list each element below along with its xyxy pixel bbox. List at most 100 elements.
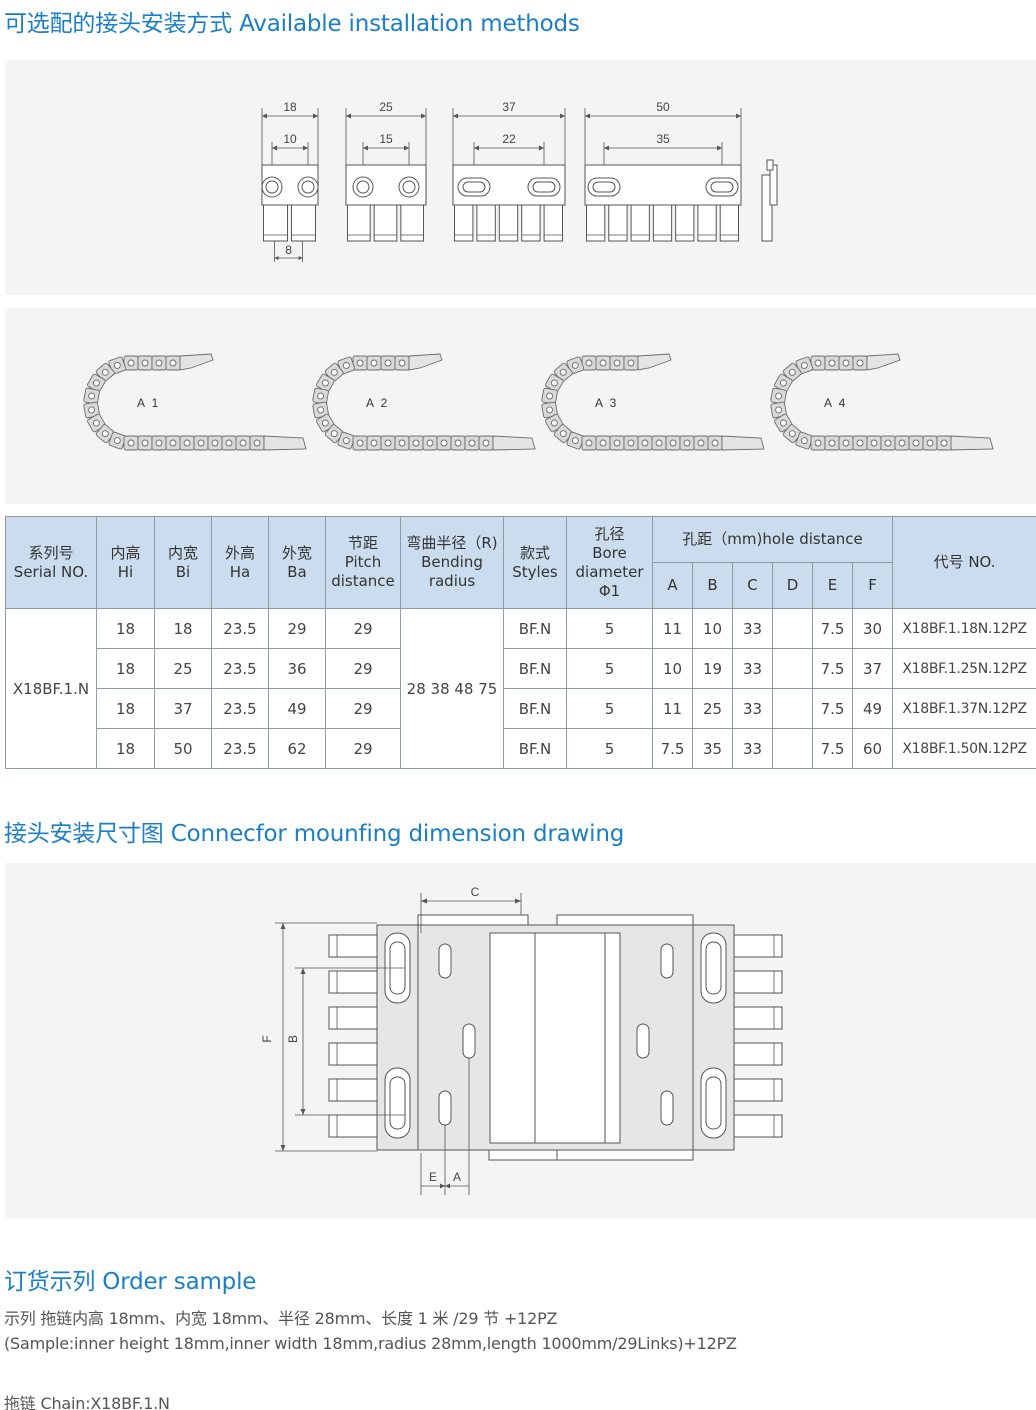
arrow-icon bbox=[272, 145, 277, 151]
connector-finger bbox=[733, 1042, 783, 1066]
chain-link-pin-icon bbox=[356, 359, 364, 367]
cell-e: 7.5 bbox=[812, 688, 853, 729]
connector-finger bbox=[608, 204, 628, 242]
bending-radius-cell: 28 38 48 75 bbox=[400, 608, 504, 769]
chain-link-pin-icon bbox=[599, 439, 607, 447]
chain-link bbox=[352, 355, 368, 371]
connector-finger bbox=[328, 1042, 378, 1066]
arrow-icon bbox=[298, 256, 303, 260]
chain-link-pin-icon bbox=[697, 439, 705, 447]
cell-pitch: 29 bbox=[325, 648, 401, 689]
chain-link-pin-icon bbox=[92, 419, 100, 427]
chain-link-pin-icon bbox=[683, 439, 691, 447]
connector-finger bbox=[400, 204, 425, 242]
connector-finger bbox=[630, 204, 650, 242]
dimension-inner-label: 22 bbox=[502, 132, 516, 146]
chain-link-pin-icon bbox=[559, 430, 567, 438]
connector-finger bbox=[733, 934, 783, 958]
connector-finger bbox=[652, 204, 673, 242]
cell-c: 33 bbox=[732, 648, 773, 689]
dimension-outer-label: 18 bbox=[283, 100, 297, 114]
cell-d bbox=[772, 608, 813, 649]
chain-link bbox=[566, 356, 585, 375]
mounting-hole-icon bbox=[660, 943, 674, 979]
cell-bore: 5 bbox=[566, 648, 653, 689]
chain-link-pin-icon bbox=[225, 439, 233, 447]
chain-link-pin-icon bbox=[370, 359, 378, 367]
chain-link-pin-icon bbox=[482, 439, 490, 447]
cell-pitch: 29 bbox=[325, 728, 401, 769]
chain-link-pin-icon bbox=[842, 359, 850, 367]
cell-e: 7.5 bbox=[812, 608, 853, 649]
chain-end-bracket bbox=[263, 435, 307, 451]
connector-finger bbox=[373, 204, 398, 242]
chain-style-label: A 1 bbox=[137, 396, 160, 410]
chain-link-pin-icon bbox=[814, 359, 822, 367]
chain-link-pin-icon bbox=[828, 359, 836, 367]
cell-b: 25 bbox=[692, 688, 733, 729]
chain-link-pin-icon bbox=[321, 419, 329, 427]
connector-finger bbox=[733, 1078, 783, 1102]
chain-link-pin-icon bbox=[197, 439, 205, 447]
cell-code: X18BF.1.50N.12PZ bbox=[892, 728, 1036, 769]
chain-link-pin-icon bbox=[940, 439, 948, 447]
arrow-icon bbox=[262, 113, 267, 119]
chain-link-pin-icon bbox=[454, 439, 462, 447]
chain-link bbox=[316, 413, 335, 433]
cell-ba: 49 bbox=[268, 688, 326, 729]
chain-link-pin-icon bbox=[239, 439, 247, 447]
cell-ha: 23.5 bbox=[211, 608, 269, 649]
dimension-outer-label: 25 bbox=[379, 100, 393, 114]
chain-link-pin-icon bbox=[912, 439, 920, 447]
chain-link bbox=[312, 387, 329, 405]
arrow-icon bbox=[280, 1145, 286, 1151]
connector-finger bbox=[733, 1114, 783, 1138]
inner-channel bbox=[534, 932, 606, 1144]
mounting-hole-icon bbox=[402, 180, 416, 194]
mounting-hole-icon bbox=[660, 1090, 674, 1126]
arrow-icon bbox=[717, 145, 722, 151]
chain-link-pin-icon bbox=[711, 439, 719, 447]
cell-bore: 5 bbox=[566, 728, 653, 769]
chain-style-label: A 4 bbox=[824, 396, 847, 410]
chain-link bbox=[83, 387, 100, 405]
arrow-icon bbox=[539, 145, 544, 151]
arrow-icon bbox=[346, 113, 351, 119]
mounting-hole-icon bbox=[462, 1023, 476, 1059]
chain-link-pin-icon bbox=[814, 439, 822, 447]
arrow-icon bbox=[445, 1183, 450, 1189]
cell-style: BF.N bbox=[503, 608, 567, 649]
cell-code: X18BF.1.25N.12PZ bbox=[892, 648, 1036, 689]
arrow-icon bbox=[440, 1183, 445, 1189]
chain-link-pin-icon bbox=[641, 439, 649, 447]
cell-ba: 62 bbox=[268, 728, 326, 769]
arrow-icon bbox=[303, 145, 308, 151]
chain-style-2: A 2 bbox=[312, 353, 536, 451]
arrow-icon bbox=[421, 113, 426, 119]
side-profile-tab bbox=[766, 159, 774, 171]
header-hole-d: D bbox=[772, 562, 813, 609]
side-bracket-1 bbox=[328, 924, 419, 1151]
connector-finger bbox=[476, 204, 496, 242]
chain-link bbox=[795, 356, 814, 375]
chain-link-pin-icon bbox=[317, 392, 325, 400]
mounting-hole-icon bbox=[438, 943, 452, 979]
chain-link-pin-icon bbox=[571, 361, 579, 369]
chain-link-pin-icon bbox=[926, 439, 934, 447]
top-rail bbox=[417, 914, 529, 926]
cell-code: X18BF.1.18N.12PZ bbox=[892, 608, 1036, 649]
serial-number-cell: X18BF.1.N bbox=[5, 608, 97, 769]
order-sample-chain-code: 拖链 Chain:X18BF.1.N bbox=[4, 1394, 170, 1410]
chain-style-3: A 3 bbox=[541, 353, 765, 451]
connector-finger bbox=[498, 204, 519, 242]
connector-finger bbox=[328, 970, 378, 994]
arrow-icon bbox=[404, 145, 409, 151]
